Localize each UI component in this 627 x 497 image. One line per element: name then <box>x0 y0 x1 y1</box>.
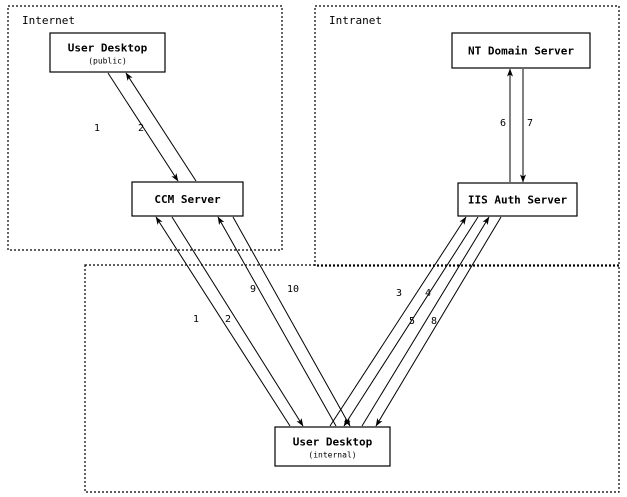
node-box-user-desktop-internal[interactable] <box>274 426 391 467</box>
node-ccm-server[interactable]: CCM Server <box>131 181 244 217</box>
node-title-ccm-server: CCM Server <box>154 193 221 206</box>
node-user-desktop-public[interactable]: User Desktop (public) <box>49 32 166 73</box>
node-nt-domain-server[interactable]: NT Domain Server <box>451 32 591 69</box>
flow-arrow-flow-1-public <box>107 72 179 182</box>
zone-label-internet: Internet <box>22 14 75 27</box>
zone-internet: Internet <box>7 5 283 251</box>
node-box-nt-domain-server[interactable] <box>451 32 591 69</box>
node-subtitle-user-desktop-public: (public) <box>88 57 127 66</box>
flow-arrows <box>107 68 526 427</box>
node-title-iis-auth-server: IIS Auth Server <box>468 194 568 207</box>
flow-arrow-flow-8 <box>375 216 502 427</box>
node-title-user-desktop-public: User Desktop <box>68 42 148 55</box>
node-box-iis-auth-server[interactable] <box>457 182 578 217</box>
label-2-public: 2 <box>138 123 144 134</box>
label-4: 4 <box>425 288 431 299</box>
node-box-ccm-server[interactable] <box>131 181 244 217</box>
label-2-internal: 2 <box>225 314 231 325</box>
label-6: 6 <box>500 118 506 129</box>
edge-step-labels: 1 2 6 7 9 10 3 4 1 2 5 8 <box>94 118 533 327</box>
label-3: 3 <box>396 288 402 299</box>
label-10: 10 <box>287 284 299 295</box>
label-1-internal: 1 <box>193 314 199 325</box>
label-5: 5 <box>409 316 415 327</box>
label-7: 7 <box>527 118 533 129</box>
zone-intranet: Intranet <box>314 5 620 267</box>
node-iis-auth-server[interactable]: IIS Auth Server <box>457 182 578 217</box>
zone-boundary-internal <box>84 264 620 493</box>
label-9: 9 <box>250 284 256 295</box>
zone-boundary-intranet <box>314 5 620 267</box>
zone-internal <box>84 264 620 493</box>
node-boxes: User Desktop (public) CCM Server NT Domain … <box>49 32 591 467</box>
zone-boundaries: Internet Intranet <box>7 5 620 493</box>
node-title-nt-domain-server: NT Domain Server <box>468 45 574 58</box>
flow-arrow-flow-9 <box>217 216 337 427</box>
node-user-desktop-internal[interactable]: User Desktop (internal) <box>274 426 391 467</box>
flow-arrow-flow-2-public <box>125 72 197 182</box>
flow-arrow-flow-1-internal <box>155 216 291 427</box>
flow-arrow-flow-2-internal <box>171 216 304 427</box>
node-subtitle-user-desktop-internal: (internal) <box>308 451 356 460</box>
flow-arrow-flow-5 <box>361 216 490 427</box>
flow-arrow-flow-10 <box>232 216 351 427</box>
node-title-user-desktop-internal: User Desktop <box>293 436 373 449</box>
flow-arrow-flow-4 <box>343 216 479 427</box>
node-box-user-desktop-public[interactable] <box>49 32 166 73</box>
label-1-public: 1 <box>94 123 100 134</box>
flow-arrow-flow-3 <box>329 216 467 427</box>
zone-label-intranet: Intranet <box>329 14 382 27</box>
label-8: 8 <box>431 316 437 327</box>
zone-boundary-internet <box>7 5 283 251</box>
